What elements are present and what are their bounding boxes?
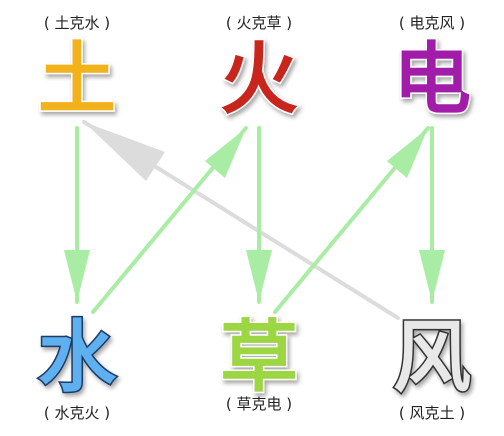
arrow-water-to-fire-head xyxy=(205,128,246,178)
arrow-grass-to-electric xyxy=(273,126,430,314)
arrow-earth-to-water-head xyxy=(64,250,90,302)
arrow-electric-to-wind-head xyxy=(419,250,445,302)
arrow-water-to-fire xyxy=(91,126,248,314)
node-grass-caption: ( 草克电 ) xyxy=(226,395,292,413)
node-wind-caption: ( 风克土 ) xyxy=(399,404,465,422)
node-wind: 风 ( 风克土 ) xyxy=(391,312,472,423)
node-fire-caption: ( 火克草 ) xyxy=(226,14,292,32)
arrow-fire-to-grass-head xyxy=(246,250,272,302)
arrow-fire-to-grass xyxy=(246,126,272,304)
node-fire: ( 火克草 ) 火 xyxy=(218,14,299,127)
arrow-wind-to-earth xyxy=(82,120,400,320)
node-electric: ( 电克风 ) 电 xyxy=(391,14,472,127)
arrow-grass-to-electric-head xyxy=(387,128,428,178)
arrow-earth-to-water xyxy=(64,126,90,304)
arrows-layer xyxy=(64,120,445,320)
node-water: 水 ( 水克火 ) xyxy=(36,312,118,423)
arrow-electric-to-wind xyxy=(419,126,445,304)
node-wind-glyph: 风 xyxy=(393,313,471,403)
arrow-wind-to-earth-head xyxy=(84,122,165,181)
node-earth-glyph: 土 xyxy=(38,35,116,125)
node-water-glyph: 水 xyxy=(38,313,117,403)
node-grass-glyph: 草 xyxy=(220,313,298,403)
node-electric-caption: ( 电克风 ) xyxy=(399,14,465,32)
node-grass: 草 ( 草克电 ) xyxy=(218,312,299,414)
node-water-caption: ( 水克火 ) xyxy=(44,404,110,422)
node-fire-glyph: 火 xyxy=(220,35,298,125)
node-earth-caption: ( 土克水 ) xyxy=(44,14,110,32)
node-earth: ( 土克水 ) 土 xyxy=(36,14,117,127)
node-electric-glyph: 电 xyxy=(393,35,471,125)
